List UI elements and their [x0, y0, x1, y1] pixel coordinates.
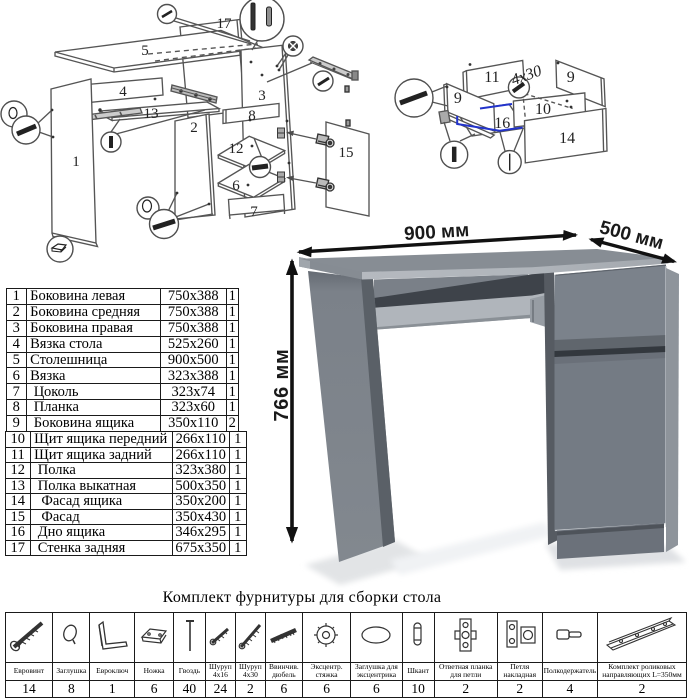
svg-text:766 мм: 766 мм: [271, 348, 293, 421]
svg-text:13: 13: [144, 106, 159, 122]
svg-text:8: 8: [248, 108, 256, 124]
svg-text:3: 3: [258, 88, 266, 104]
svg-text:4: 4: [119, 84, 127, 100]
svg-text:900 мм: 900 мм: [404, 220, 470, 245]
svg-text:15: 15: [339, 145, 354, 161]
svg-text:5: 5: [141, 43, 149, 59]
svg-text:16: 16: [494, 115, 510, 132]
svg-text:1: 1: [72, 154, 80, 170]
svg-text:9: 9: [567, 69, 575, 86]
svg-text:17: 17: [217, 16, 233, 32]
svg-text:12: 12: [229, 141, 244, 157]
svg-text:11: 11: [484, 69, 499, 86]
svg-text:14: 14: [559, 130, 575, 147]
svg-text:2: 2: [190, 120, 198, 136]
svg-text:9: 9: [454, 90, 462, 107]
svg-text:7: 7: [250, 204, 258, 220]
svg-text:10: 10: [535, 101, 551, 118]
svg-text:6: 6: [232, 178, 240, 194]
